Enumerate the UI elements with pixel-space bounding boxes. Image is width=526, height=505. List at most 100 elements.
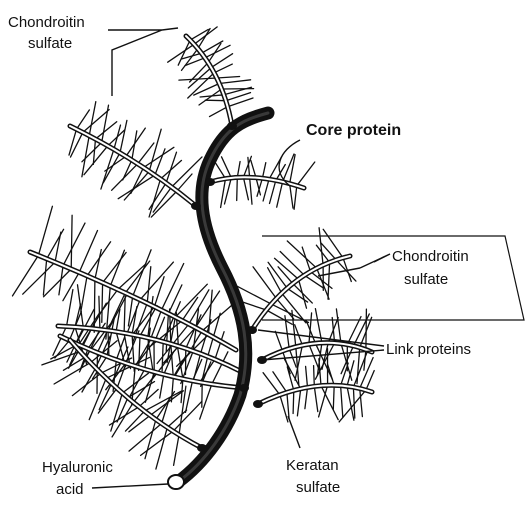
- gag-bristle: [196, 291, 220, 328]
- label-chondroitin-right-2: sulfate: [404, 271, 448, 288]
- label-keratan-1: Keratan: [286, 457, 339, 474]
- label-link-proteins: Link proteins: [386, 341, 471, 358]
- gag-bristle: [132, 131, 137, 160]
- gag-bristle: [138, 143, 154, 164]
- gag-bristle: [117, 398, 128, 422]
- gag-bristle: [278, 267, 293, 284]
- gag-bristle: [102, 283, 103, 323]
- gag-bristle: [328, 365, 335, 386]
- gag-bristle: [82, 368, 96, 392]
- gag-bristle: [118, 264, 146, 290]
- gag-bristle: [135, 338, 151, 366]
- link-protein-blob: [253, 400, 263, 408]
- gag-bristle: [353, 352, 367, 387]
- gag-bristle: [71, 215, 72, 269]
- label-hyaluronic-1: Hyaluronic: [42, 459, 113, 476]
- gag-bristle: [319, 228, 323, 265]
- gag-bristle: [290, 184, 293, 208]
- gag-bristle: [155, 149, 165, 175]
- label-core-protein: Core protein: [306, 122, 401, 139]
- gag-bristle: [145, 420, 156, 459]
- gag-bristle: [156, 427, 167, 469]
- gag-bristle: [54, 363, 90, 384]
- gag-bristle: [193, 359, 202, 381]
- gag-bristle: [96, 122, 117, 139]
- gag-bristle: [287, 241, 316, 268]
- link-protein-blob: [227, 122, 237, 130]
- link-protein-blob: [239, 384, 249, 392]
- label-chondroitin-top-1: Chondroitin: [8, 14, 85, 31]
- gag-bristle: [128, 382, 155, 398]
- gag-bristle: [217, 77, 240, 79]
- gag-bristle: [63, 223, 85, 266]
- gag-bristle: [243, 156, 251, 177]
- gag-bristle: [214, 64, 232, 73]
- gag-bristle: [323, 229, 343, 257]
- gag-bristle: [89, 102, 96, 136]
- gag-bristle: [147, 267, 151, 304]
- gag-bristle: [360, 358, 373, 389]
- gag-bristle: [182, 297, 198, 320]
- gag-bristle: [124, 171, 149, 200]
- gag-bristle: [336, 309, 341, 344]
- gag-bristle: [123, 160, 132, 180]
- gag-bristle: [297, 162, 315, 186]
- gag-bristle: [177, 174, 192, 191]
- gag-bristle: [167, 410, 186, 427]
- gag-bristle: [186, 381, 193, 413]
- label-hyaluronic-2: acid: [56, 481, 84, 498]
- gag-bristle: [305, 387, 308, 408]
- gag-bristle: [210, 107, 228, 117]
- gag-bristle: [202, 41, 223, 53]
- label-chondroitin-top-2: sulfate: [28, 35, 72, 52]
- gag-bristle: [161, 160, 182, 179]
- gag-bristle: [124, 296, 125, 333]
- gag-bristle: [285, 316, 289, 349]
- link-protein-blob: [247, 326, 257, 334]
- gag-bristle: [84, 146, 108, 175]
- gag-bristle: [366, 371, 374, 391]
- gag-bristle: [47, 229, 64, 258]
- link-protein-blob: [191, 202, 201, 210]
- gag-bristle: [81, 276, 87, 312]
- gag-bristle: [314, 386, 318, 411]
- gag-bristle: [219, 80, 250, 84]
- gag-bristle: [321, 386, 338, 420]
- gag-bristle: [126, 128, 145, 156]
- gag-bristle: [297, 389, 300, 416]
- gag-bristle: [205, 45, 230, 58]
- gag-bristle: [168, 285, 182, 314]
- gag-bristle: [215, 332, 224, 360]
- gag-bristle: [287, 393, 289, 420]
- gag-bristle: [270, 181, 276, 204]
- gag-bristle: [360, 388, 363, 416]
- gag-side-chains: [13, 27, 375, 469]
- gag-bristle: [79, 231, 97, 273]
- label-chondroitin-right-1: Chondroitin: [392, 248, 469, 265]
- gag-bristle: [43, 259, 46, 295]
- gag-bristle: [152, 310, 162, 336]
- gag-bristle: [171, 344, 174, 379]
- gag-bristle: [122, 373, 148, 393]
- gag-bristle: [347, 386, 354, 420]
- branch-outline: [262, 343, 372, 360]
- gag-bristle: [101, 149, 114, 189]
- gag-bristle: [341, 386, 343, 418]
- link-protein-blob: [197, 444, 207, 452]
- gag-bristle: [333, 385, 334, 409]
- gag-bristle: [294, 186, 297, 210]
- gag-bristle: [112, 402, 133, 437]
- gag-bristle: [263, 373, 280, 395]
- gag-bristle: [293, 390, 294, 413]
- gag-bristle: [95, 250, 101, 280]
- gag-bristle: [347, 317, 361, 345]
- gag-bristle: [174, 435, 179, 466]
- gag-bristle: [38, 206, 52, 255]
- gag-bristle: [103, 253, 127, 283]
- gag-bristle: [275, 331, 282, 351]
- gag-bristle: [250, 177, 252, 204]
- gag-bristle: [202, 304, 233, 331]
- gag-bristle: [110, 250, 124, 286]
- gag-bristle: [253, 267, 276, 299]
